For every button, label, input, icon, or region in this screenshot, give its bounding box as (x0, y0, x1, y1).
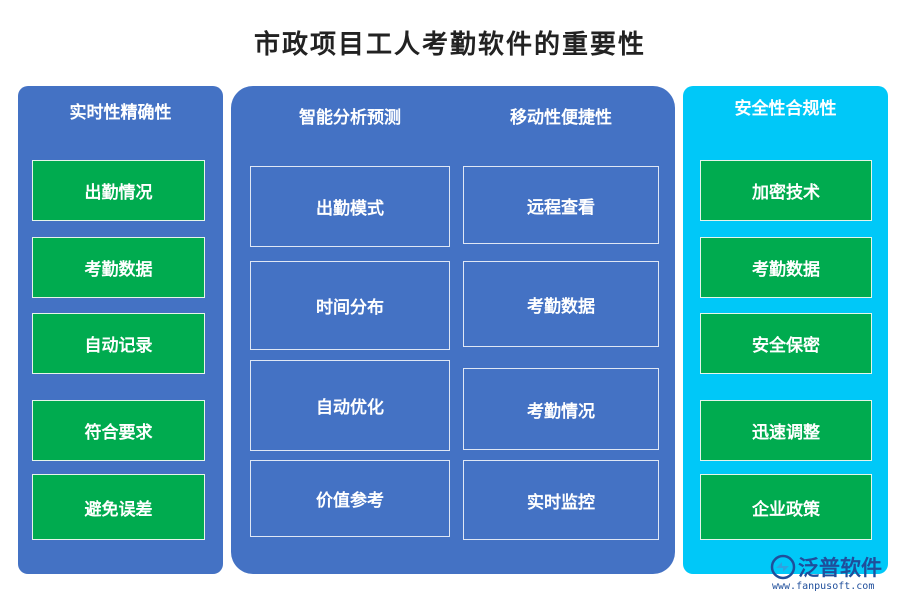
mid-b-item-3: 考勤情况 (463, 368, 659, 450)
page-title: 市政项目工人考勤软件的重要性 (253, 30, 646, 60)
panel-heading-mid-b: 移动性便捷性 (510, 108, 612, 128)
left-item-1: 出勤情况 (32, 160, 205, 221)
mid-b-item-1: 远程查看 (463, 166, 659, 244)
panel-heading-mid-a: 智能分析预测 (299, 108, 401, 128)
mid-a-item-4: 价值参考 (250, 460, 450, 537)
right-item-1: 加密技术 (700, 160, 872, 221)
logo-name: 泛普软件 (798, 556, 882, 580)
right-item-2: 考勤数据 (700, 237, 872, 298)
left-item-4: 符合要求 (32, 400, 205, 461)
mid-b-item-2: 考勤数据 (463, 261, 659, 347)
mid-a-item-3: 自动优化 (250, 360, 450, 451)
right-item-4: 迅速调整 (700, 400, 872, 461)
brand-logo: 泛普软件 www.fanpusoft.com (770, 552, 894, 596)
panel-heading-left: 实时性精确性 (69, 103, 172, 123)
right-item-3: 安全保密 (700, 313, 872, 374)
mid-a-item-1: 出勤模式 (250, 166, 450, 247)
logo-url: www.fanpusoft.com (772, 581, 875, 592)
mid-a-item-2: 时间分布 (250, 261, 450, 350)
left-item-2: 考勤数据 (32, 237, 205, 298)
left-item-3: 自动记录 (32, 313, 205, 374)
mid-b-item-4: 实时监控 (463, 460, 659, 540)
panel-heading-right: 安全性合规性 (734, 99, 837, 119)
left-item-5: 避免误差 (32, 474, 205, 540)
fanpu-logo-icon (770, 554, 796, 580)
right-item-5: 企业政策 (700, 474, 872, 540)
